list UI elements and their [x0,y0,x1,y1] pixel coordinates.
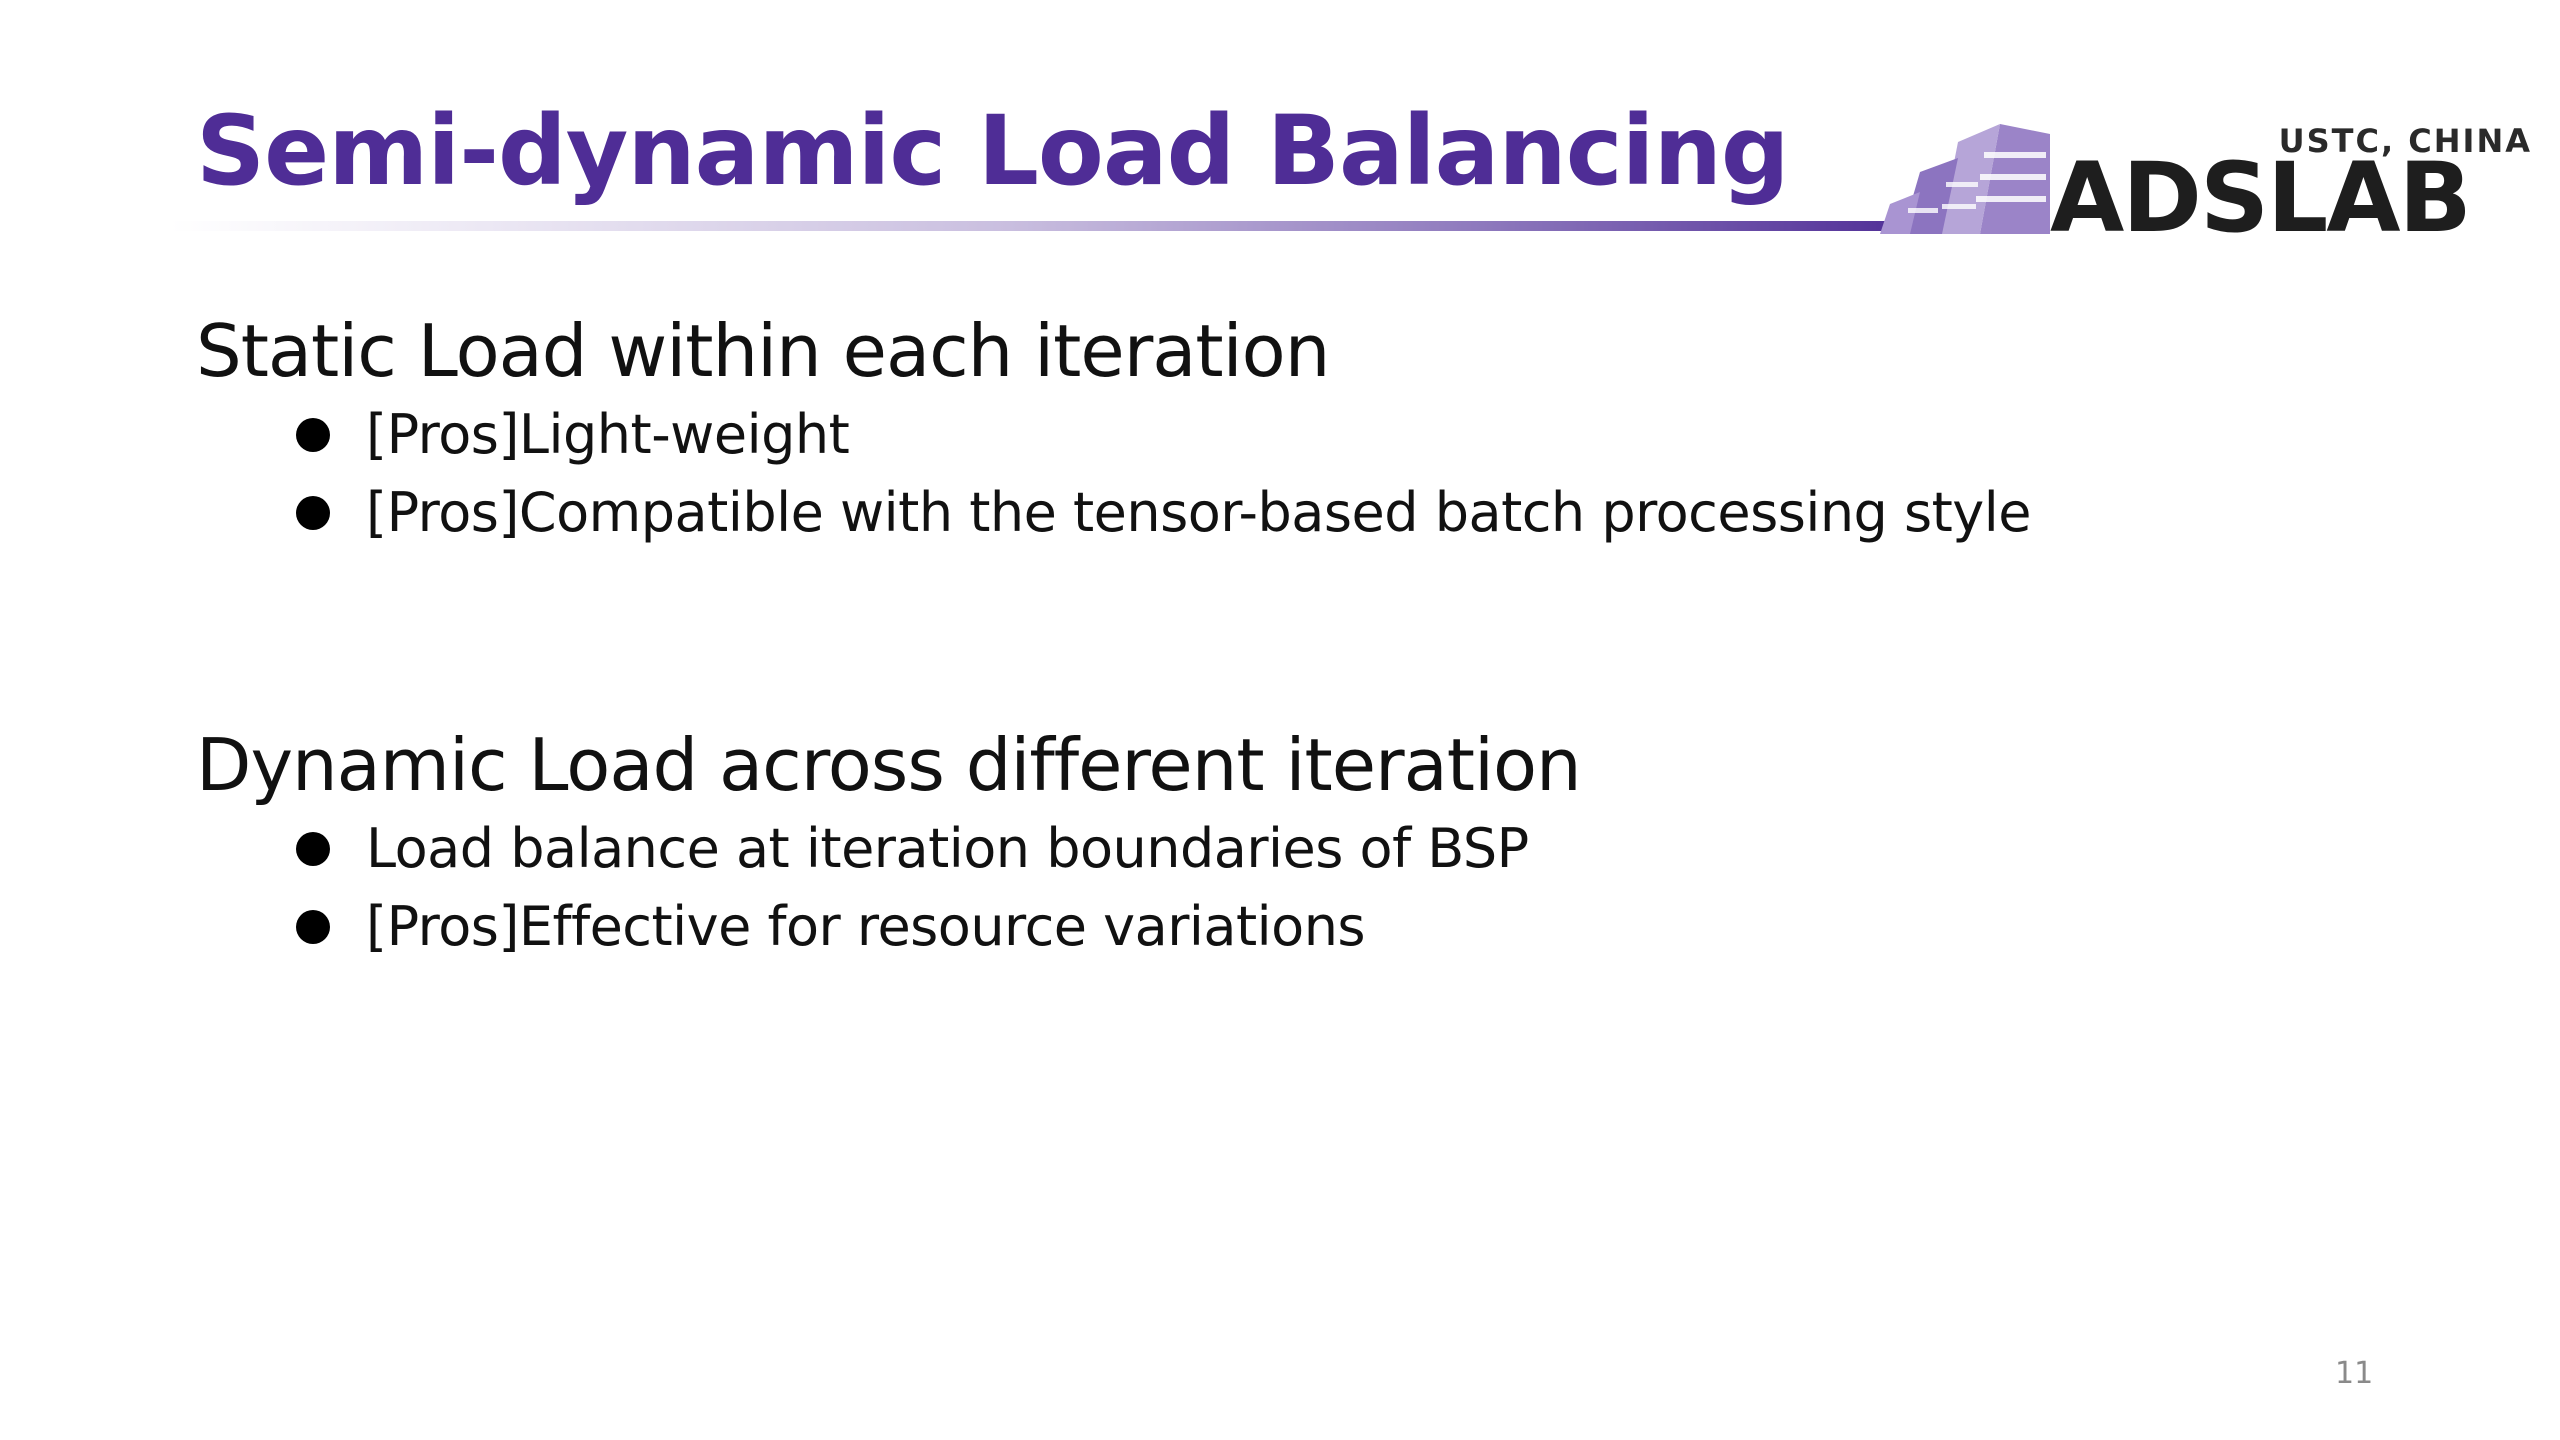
section-heading: Dynamic Load across different iteration [196,723,1582,807]
adslab-logo: USTC, CHINA ADSLAB [1880,112,2540,248]
logo-tagline: USTC, CHINA [2278,122,2532,160]
section-static-load: Static Load within each iteration [Pros]… [196,306,2032,552]
logo-wordmark: ADSLAB [2050,142,2472,254]
bullet-text: [Pros]Light-weight [366,403,850,466]
bullet-dot-icon [296,832,330,866]
bullet-text: Load balance at iteration boundaries of … [366,817,1529,880]
bullet-item: [Pros]Compatible with the tensor-based b… [296,474,2032,552]
section-dynamic-load: Dynamic Load across different iteration … [196,720,1582,966]
bullet-dot-icon [296,418,330,452]
bullet-dot-icon [296,910,330,944]
title-underline [170,221,1920,231]
bullet-item: [Pros]Light-weight [296,396,2031,474]
slide-title: Semi-dynamic Load Balancing [196,95,1790,207]
section-heading: Static Load within each iteration [196,309,1330,393]
bullet-item: [Pros]Effective for resource variations [296,888,1581,966]
bullet-dot-icon [296,496,330,530]
bullet-item: Load balance at iteration boundaries of … [296,810,1581,888]
bullet-list: Load balance at iteration boundaries of … [196,810,1581,966]
bullet-list: [Pros]Light-weight [Pros]Compatible with… [196,396,2032,552]
page-number: 11 [2335,1356,2374,1391]
bullet-text: [Pros]Compatible with the tensor-based b… [366,481,2032,544]
bullet-text: [Pros]Effective for resource variations [366,895,1366,958]
building-stack-icon [1880,124,2050,234]
